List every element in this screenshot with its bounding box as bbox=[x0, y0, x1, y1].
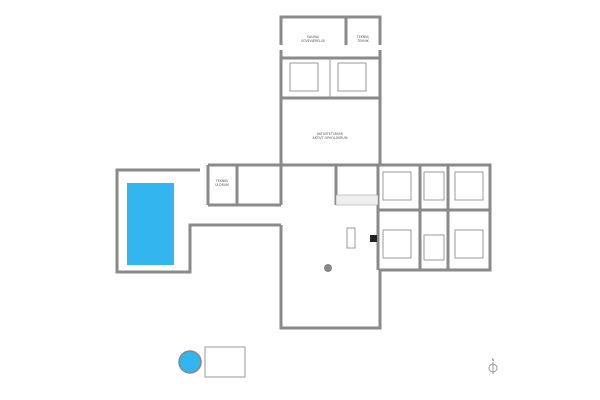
room-label-bedroom: SAUNA/SOVEVÆRELSE bbox=[301, 35, 325, 43]
main-body: TEKNIK/ULDRUM bbox=[206, 163, 492, 330]
room-label-activity: AKTIVITETSRUM/AKTIVT OPHOLDSRUM bbox=[313, 132, 348, 140]
pool-wing bbox=[115, 168, 281, 274]
kitchen-island bbox=[346, 227, 356, 249]
room-label-tech: TEKNIK/TEKNIK bbox=[356, 35, 370, 43]
pool bbox=[127, 183, 174, 265]
hot-tub-deck bbox=[178, 346, 246, 378]
north-arrow: N bbox=[488, 358, 498, 374]
fireplace bbox=[324, 264, 332, 272]
compass-label: N bbox=[492, 358, 495, 362]
bathroom-fixture-right bbox=[337, 62, 367, 92]
room-label-utility: TEKNIK/ULDRUM bbox=[215, 179, 229, 187]
kitchen-counter bbox=[335, 194, 379, 206]
bathroom-fixture-left bbox=[289, 62, 319, 92]
hot-tub bbox=[178, 350, 202, 374]
stove bbox=[370, 235, 377, 242]
activity-room: AKTIVITETSRUM/AKTIVT OPHOLDSRUM bbox=[279, 98, 382, 165]
top-wing: SAUNA/SOVEVÆRELSE TEKNIK/TEKNIK bbox=[279, 15, 382, 100]
